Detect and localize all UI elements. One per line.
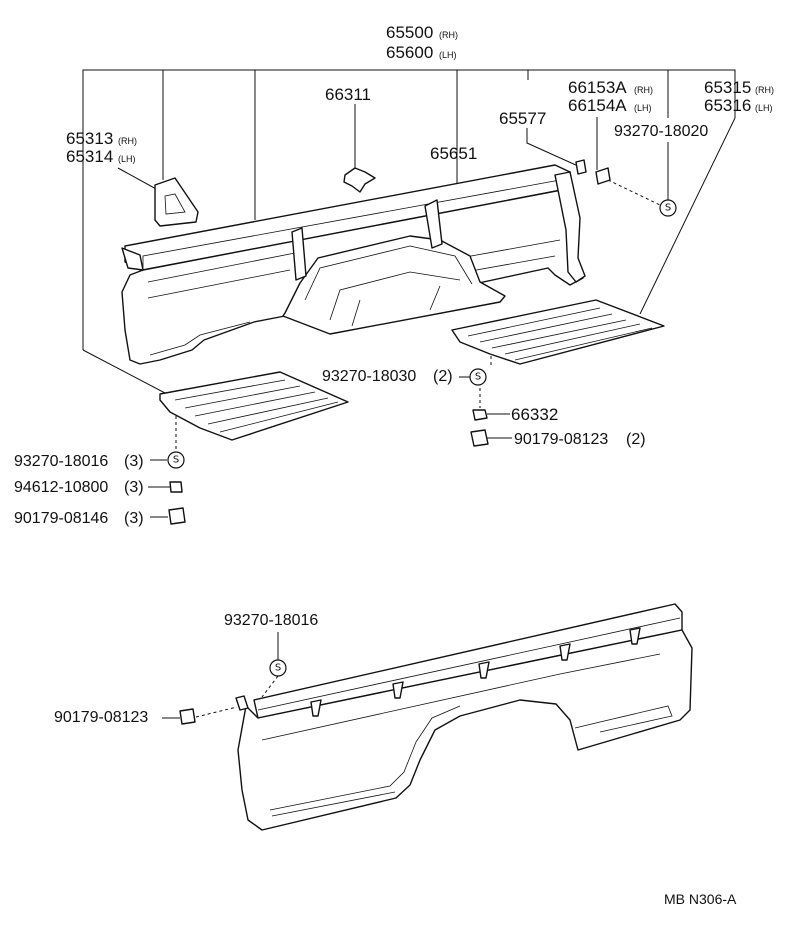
bolt-symbol-letter: S	[173, 455, 179, 466]
bolt-symbol-93270-18016-bottom	[269, 659, 287, 677]
svg-text:93270-18016: 93270-18016	[14, 453, 108, 470]
svg-text:(LH): (LH)	[755, 103, 773, 113]
svg-text:(RH): (RH)	[439, 30, 458, 40]
label-65651: 65651	[430, 144, 477, 163]
label-93270-18020: 93270-18020	[614, 123, 708, 140]
svg-text:90179-08146: 90179-08146	[14, 510, 108, 527]
label-65577: 65577	[499, 109, 546, 128]
label-94612-10800: 94612-10800 (3)	[14, 479, 144, 496]
fasteners-bottom: S	[179, 659, 287, 725]
bolt-symbol-93270-18030	[469, 368, 487, 386]
svg-text:(2): (2)	[626, 431, 646, 448]
bracket-66153a	[595, 167, 611, 185]
label-65314: 65314 (LH)	[66, 147, 136, 166]
svg-text:93270-18020: 93270-18020	[614, 123, 708, 140]
nut-90179-08146	[168, 507, 186, 525]
svg-text:(RH): (RH)	[755, 85, 774, 95]
leader-lines	[82, 69, 736, 719]
svg-text:65651: 65651	[430, 144, 477, 163]
label-93270-18016-bottom: 93270-18016	[224, 612, 318, 629]
svg-text:(2): (2)	[433, 368, 453, 385]
label-65315: 65315 (RH)	[704, 78, 774, 97]
bracket-65313	[154, 177, 199, 227]
bolt-symbol-93270-18016	[167, 451, 185, 469]
label-93270-18016-left: 93270-18016 (3)	[14, 453, 144, 470]
diagram-code: MB N306-A	[664, 891, 737, 907]
label-66332: 66332	[511, 405, 558, 424]
svg-text:(LH): (LH)	[634, 103, 652, 113]
svg-text:(RH): (RH)	[634, 85, 653, 95]
svg-text:66154A: 66154A	[568, 96, 627, 115]
svg-text:65600: 65600	[386, 43, 433, 62]
side-panel-lower	[235, 603, 693, 831]
svg-text:65314: 65314	[66, 147, 113, 166]
label-66154a: 66154A (LH)	[568, 96, 652, 115]
svg-text:(3): (3)	[124, 479, 144, 496]
svg-text:(3): (3)	[124, 510, 144, 527]
bolt-symbol-letter: S	[475, 372, 481, 383]
bolt-symbol-93270-18020	[659, 199, 677, 217]
svg-text:65313: 65313	[66, 129, 113, 148]
fasteners-left: S	[167, 451, 186, 525]
svg-text:93270-18016: 93270-18016	[224, 612, 318, 629]
svg-text:(LH): (LH)	[439, 50, 457, 60]
fasteners-right: S S	[469, 199, 677, 447]
label-90179-08123-right: 90179-08123 (2)	[514, 431, 646, 448]
label-65600: 65600 (LH)	[386, 43, 457, 62]
label-65313: 65313 (RH)	[66, 129, 137, 148]
svg-text:90179-08123: 90179-08123	[54, 709, 148, 726]
svg-text:66311: 66311	[325, 85, 371, 104]
svg-text:65316: 65316	[704, 96, 751, 115]
svg-text:90179-08123: 90179-08123	[514, 431, 608, 448]
svg-text:65577: 65577	[499, 109, 546, 128]
label-65316: 65316 (LH)	[704, 96, 773, 115]
washer-66332	[472, 409, 488, 421]
svg-text:94612-10800: 94612-10800	[14, 479, 108, 496]
bolt-symbol-letter: S	[275, 663, 281, 674]
label-90179-08123-bottom: 90179-08123	[54, 709, 148, 726]
label-66153a: 66153A (RH)	[568, 78, 653, 97]
nut-90179-08123	[470, 429, 489, 447]
svg-text:66153A: 66153A	[568, 78, 627, 97]
floor-left	[159, 371, 349, 441]
clip-66311	[343, 167, 376, 193]
svg-text:65500: 65500	[386, 23, 433, 42]
floor-right	[451, 299, 665, 365]
svg-text:93270-18030: 93270-18030	[322, 368, 416, 385]
svg-text:(3): (3)	[124, 453, 144, 470]
bolt-symbol-letter: S	[665, 203, 671, 214]
label-65500: 65500 (RH)	[386, 23, 458, 42]
bracket-65577	[575, 159, 587, 175]
nut-90179-08123-bottom	[179, 708, 196, 725]
svg-text:(LH): (LH)	[118, 154, 136, 164]
label-90179-08146: 90179-08146 (3)	[14, 510, 144, 527]
washer-94612-10800	[169, 481, 183, 493]
svg-text:65315: 65315	[704, 78, 751, 97]
label-66311: 66311	[325, 85, 371, 104]
svg-text:66332: 66332	[511, 405, 558, 424]
label-93270-18030: 93270-18030 (2)	[322, 368, 453, 385]
svg-text:(RH): (RH)	[118, 136, 137, 146]
wheel-house-65651	[282, 199, 506, 335]
